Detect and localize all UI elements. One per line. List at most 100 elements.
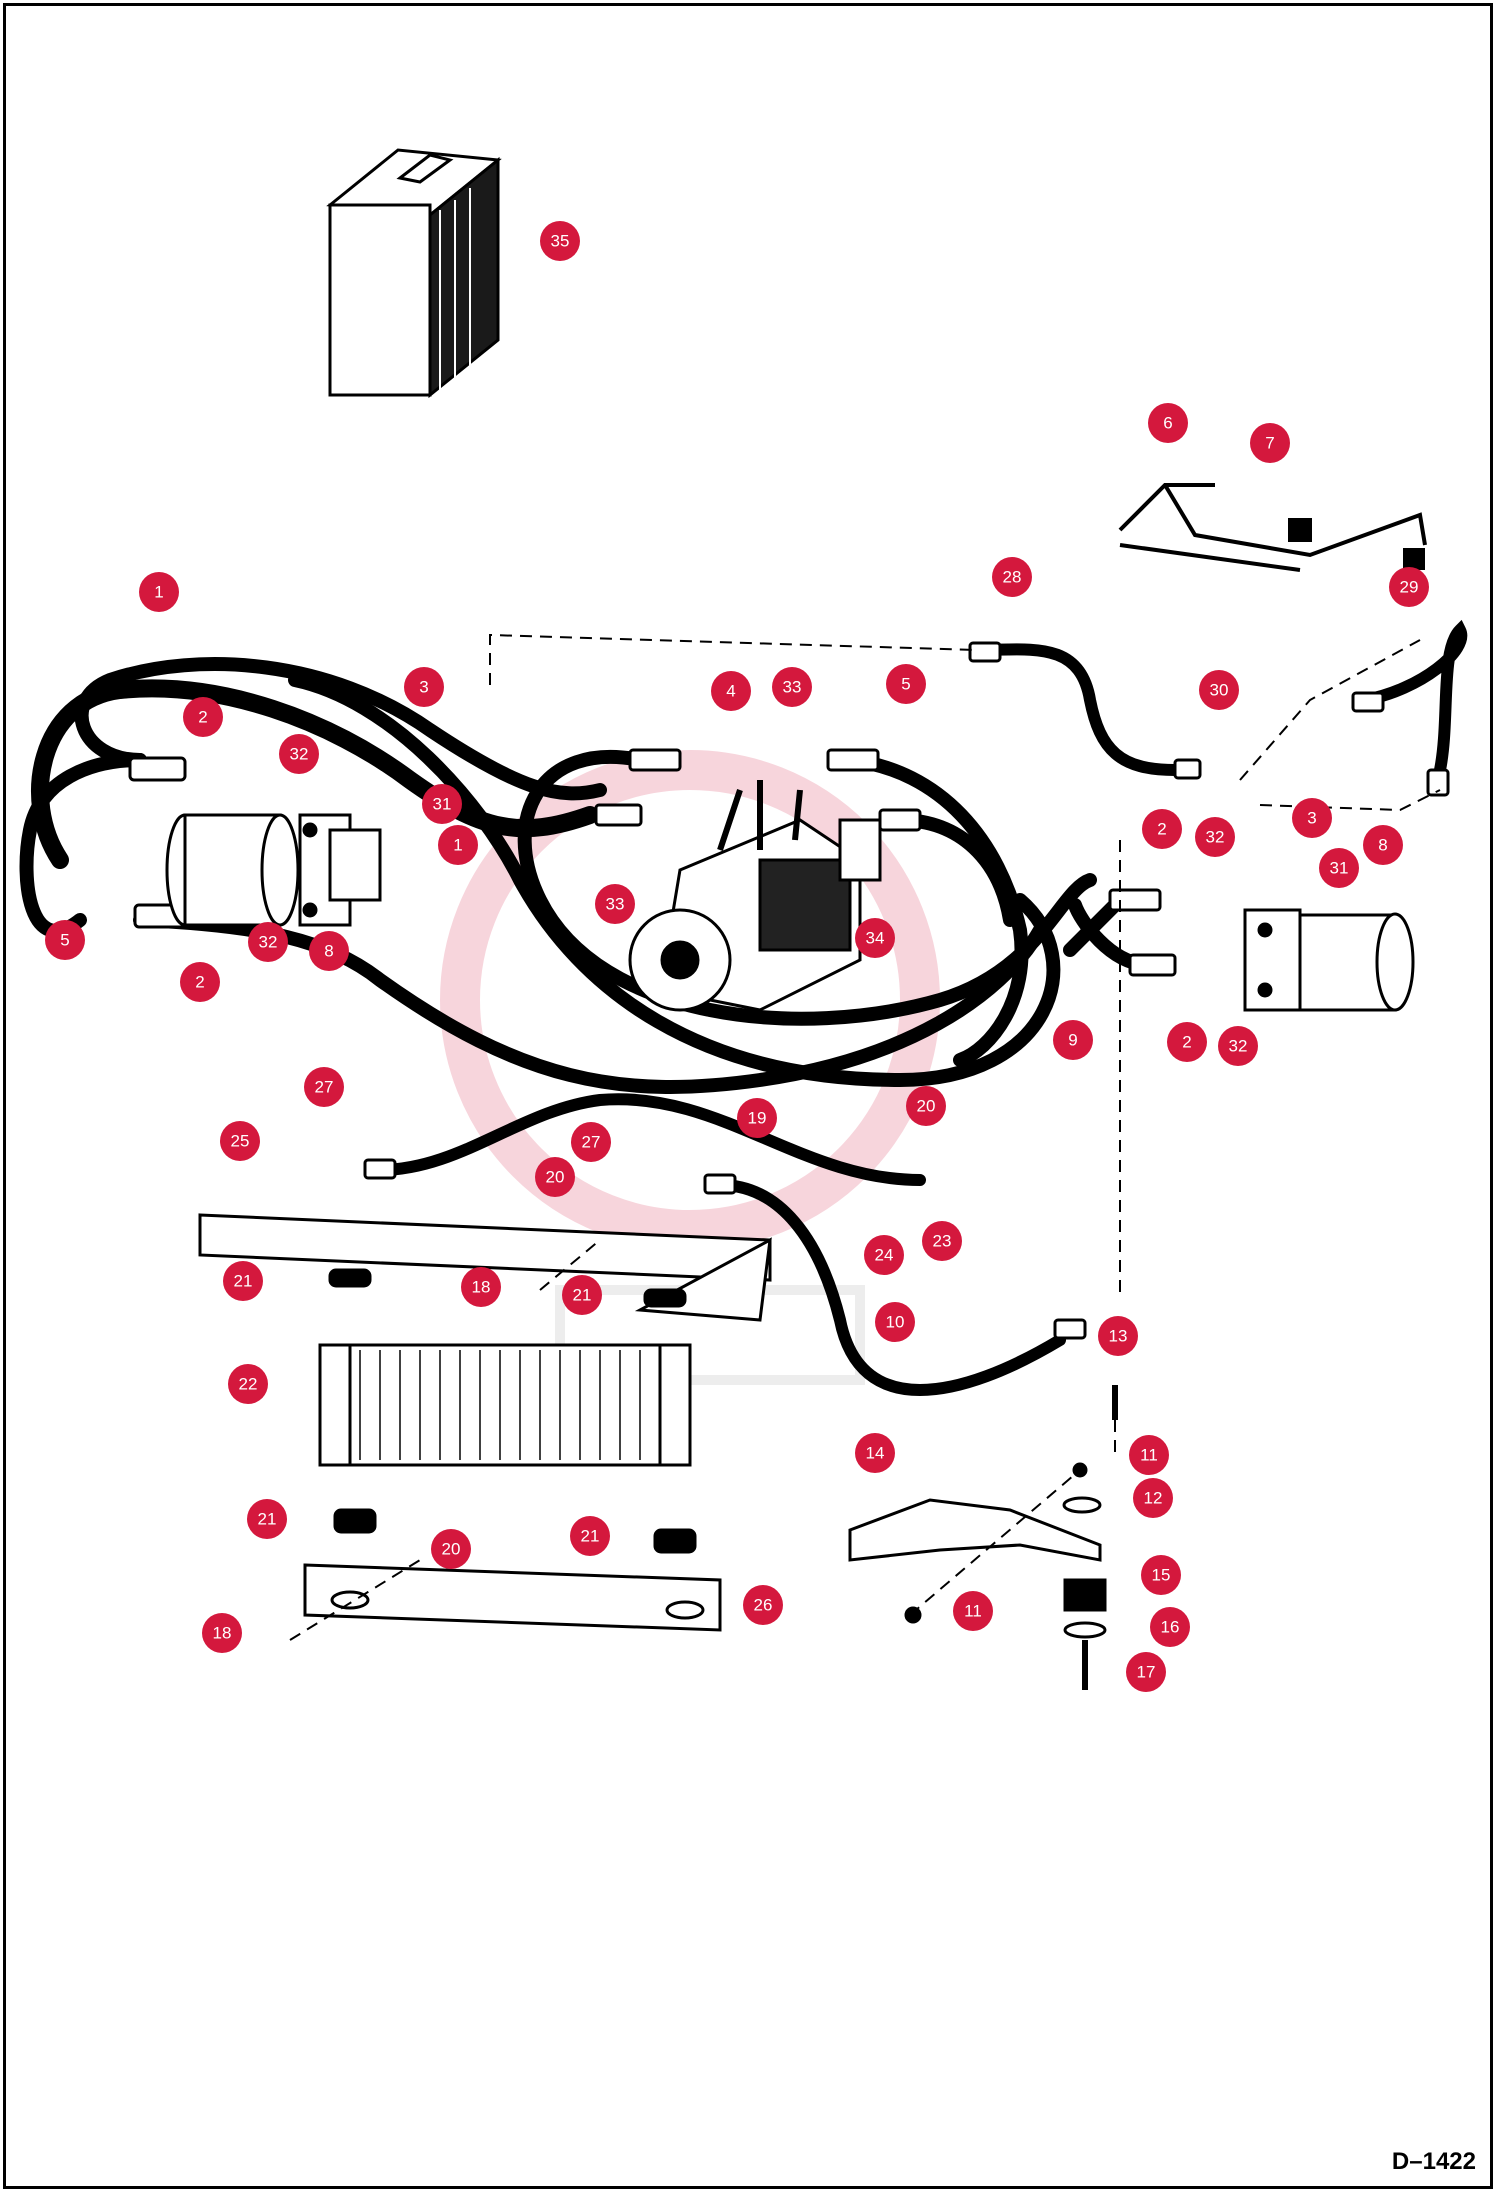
callout-3[interactable]: 3 <box>1292 798 1332 838</box>
callout-29[interactable]: 29 <box>1389 567 1429 607</box>
callout-5[interactable]: 5 <box>886 664 926 704</box>
callout-circle[interactable] <box>1150 1607 1190 1647</box>
callout-circle[interactable] <box>864 1235 904 1275</box>
callout-circle[interactable] <box>1053 1020 1093 1060</box>
callout-circle[interactable] <box>438 825 478 865</box>
callout-21[interactable]: 21 <box>570 1516 610 1556</box>
callout-circle[interactable] <box>875 1302 915 1342</box>
callout-circle[interactable] <box>1133 1478 1173 1518</box>
callout-circle[interactable] <box>1167 1022 1207 1062</box>
callout-circle[interactable] <box>535 1157 575 1197</box>
callout-7[interactable]: 7 <box>1250 423 1290 463</box>
callout-circle[interactable] <box>1195 817 1235 857</box>
callout-circle[interactable] <box>1363 825 1403 865</box>
callout-28[interactable]: 28 <box>992 557 1032 597</box>
callout-circle[interactable] <box>1250 423 1290 463</box>
callout-18[interactable]: 18 <box>461 1267 501 1307</box>
callout-11[interactable]: 11 <box>953 1591 993 1631</box>
callout-circle[interactable] <box>304 1067 344 1107</box>
callout-1[interactable]: 1 <box>438 825 478 865</box>
callout-circle[interactable] <box>737 1098 777 1138</box>
callout-2[interactable]: 2 <box>180 962 220 1002</box>
callout-circle[interactable] <box>570 1516 610 1556</box>
callout-circle[interactable] <box>1218 1026 1258 1066</box>
callout-circle[interactable] <box>45 920 85 960</box>
callout-8[interactable]: 8 <box>309 931 349 971</box>
callout-circle[interactable] <box>180 962 220 1002</box>
callout-1[interactable]: 1 <box>139 572 179 612</box>
callout-circle[interactable] <box>1126 1652 1166 1692</box>
callout-circle[interactable] <box>1319 848 1359 888</box>
callout-20[interactable]: 20 <box>431 1529 471 1569</box>
callout-2[interactable]: 2 <box>1167 1022 1207 1062</box>
callout-circle[interactable] <box>431 1529 471 1569</box>
callout-circle[interactable] <box>202 1613 242 1653</box>
callout-circle[interactable] <box>1389 567 1429 607</box>
callout-circle[interactable] <box>855 1433 895 1473</box>
callout-22[interactable]: 22 <box>228 1364 268 1404</box>
callout-circle[interactable] <box>562 1275 602 1315</box>
callout-4[interactable]: 4 <box>711 671 751 711</box>
callout-35[interactable]: 35 <box>540 221 580 261</box>
callout-circle[interactable] <box>540 221 580 261</box>
callout-33[interactable]: 33 <box>772 667 812 707</box>
callout-33[interactable]: 33 <box>595 884 635 924</box>
callout-2[interactable]: 2 <box>1142 809 1182 849</box>
callout-27[interactable]: 27 <box>571 1122 611 1162</box>
callout-30[interactable]: 30 <box>1199 670 1239 710</box>
callout-23[interactable]: 23 <box>922 1221 962 1261</box>
callout-11[interactable]: 11 <box>1129 1435 1169 1475</box>
callout-14[interactable]: 14 <box>855 1433 895 1473</box>
callout-circle[interactable] <box>228 1364 268 1404</box>
callout-circle[interactable] <box>220 1121 260 1161</box>
callout-10[interactable]: 10 <box>875 1302 915 1342</box>
callout-circle[interactable] <box>906 1086 946 1126</box>
callout-12[interactable]: 12 <box>1133 1478 1173 1518</box>
callout-32[interactable]: 32 <box>279 734 319 774</box>
callout-13[interactable]: 13 <box>1098 1316 1138 1356</box>
callout-6[interactable]: 6 <box>1148 403 1188 443</box>
callout-circle[interactable] <box>223 1261 263 1301</box>
callout-32[interactable]: 32 <box>1195 817 1235 857</box>
callout-circle[interactable] <box>248 922 288 962</box>
callout-circle[interactable] <box>422 784 462 824</box>
callout-27[interactable]: 27 <box>304 1067 344 1107</box>
callout-17[interactable]: 17 <box>1126 1652 1166 1692</box>
callout-20[interactable]: 20 <box>906 1086 946 1126</box>
callout-circle[interactable] <box>183 697 223 737</box>
callout-circle[interactable] <box>1129 1435 1169 1475</box>
callout-34[interactable]: 34 <box>855 918 895 958</box>
callout-21[interactable]: 21 <box>562 1275 602 1315</box>
callout-circle[interactable] <box>1141 1555 1181 1595</box>
callout-24[interactable]: 24 <box>864 1235 904 1275</box>
callout-15[interactable]: 15 <box>1141 1555 1181 1595</box>
callout-5[interactable]: 5 <box>45 920 85 960</box>
callout-circle[interactable] <box>743 1585 783 1625</box>
callout-31[interactable]: 31 <box>1319 848 1359 888</box>
callout-circle[interactable] <box>1199 670 1239 710</box>
callout-circle[interactable] <box>772 667 812 707</box>
callout-19[interactable]: 19 <box>737 1098 777 1138</box>
callout-31[interactable]: 31 <box>422 784 462 824</box>
callout-circle[interactable] <box>953 1591 993 1631</box>
callout-circle[interactable] <box>1292 798 1332 838</box>
callout-26[interactable]: 26 <box>743 1585 783 1625</box>
callout-circle[interactable] <box>992 557 1032 597</box>
callout-circle[interactable] <box>1098 1316 1138 1356</box>
callout-9[interactable]: 9 <box>1053 1020 1093 1060</box>
callout-18[interactable]: 18 <box>202 1613 242 1653</box>
callout-8[interactable]: 8 <box>1363 825 1403 865</box>
callout-circle[interactable] <box>279 734 319 774</box>
callout-16[interactable]: 16 <box>1150 1607 1190 1647</box>
callout-circle[interactable] <box>595 884 635 924</box>
callout-20[interactable]: 20 <box>535 1157 575 1197</box>
callout-25[interactable]: 25 <box>220 1121 260 1161</box>
callout-circle[interactable] <box>711 671 751 711</box>
callout-circle[interactable] <box>1148 403 1188 443</box>
callout-circle[interactable] <box>404 667 444 707</box>
callout-circle[interactable] <box>855 918 895 958</box>
callout-2[interactable]: 2 <box>183 697 223 737</box>
callout-32[interactable]: 32 <box>248 922 288 962</box>
callout-21[interactable]: 21 <box>247 1499 287 1539</box>
callout-circle[interactable] <box>1142 809 1182 849</box>
